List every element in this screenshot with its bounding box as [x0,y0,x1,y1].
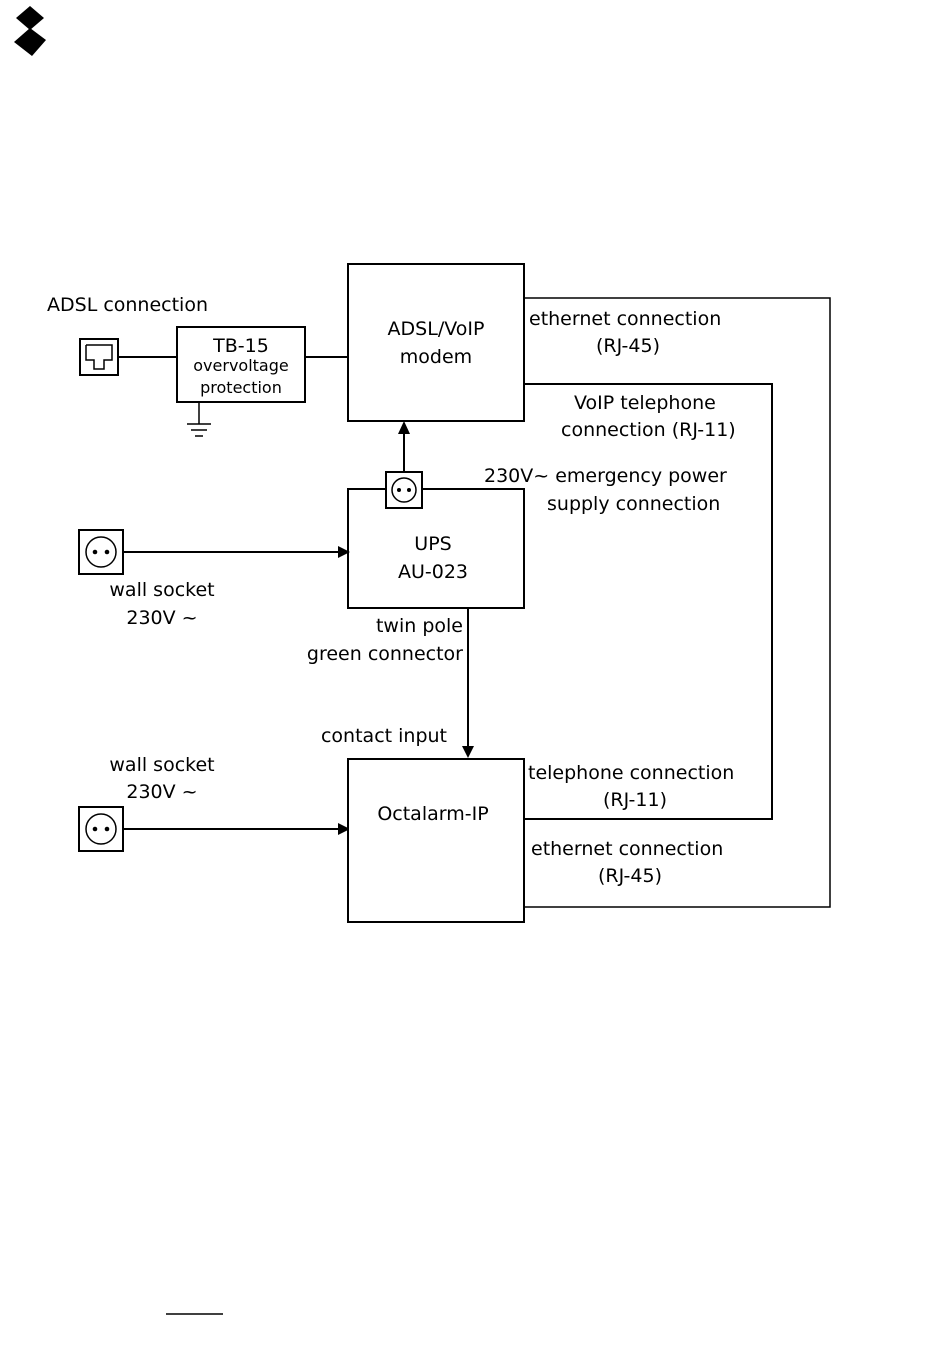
contact-input-label: contact input [321,725,447,747]
ground-icon [187,402,211,437]
twin-line1: twin pole [376,615,463,637]
ups-socket-icon [385,471,423,509]
ethernet-bot-line2: (RJ-45) [598,865,662,887]
tb15-box: TB-15 overvoltage protection [176,326,306,403]
wall1-line2: 230V ~ [126,607,197,629]
ethernet-bot-line1: ethernet connection [531,838,723,860]
adsl-connection-label: ADSL connection [47,294,208,316]
twin-line2: green connector [307,643,463,665]
ethernet-line [524,297,831,908]
arrow-to-ups [338,546,350,558]
ups-box: UPS AU-023 [347,488,525,609]
modem-line1: ADSL/VoIP [388,318,485,340]
ups-line2: AU-023 [398,561,468,583]
arrow-to-octalarm-power [338,823,350,835]
modem-box: ADSL/VoIP modem [347,263,525,422]
arrow-to-octalarm [462,746,474,758]
power-socket-icon [78,529,124,575]
wall1-line1: wall socket [109,579,214,601]
ethernet-top-line1: ethernet connection [529,308,721,330]
octalarm-label: Octalarm-IP [377,803,488,825]
arrow-to-modem [398,421,410,434]
voip-line2: connection (RJ-11) [561,419,736,441]
rj-jack-icon [79,338,119,376]
tb15-title: TB-15 [212,335,269,357]
wall2-line1: wall socket [109,754,214,776]
modem-line2: modem [400,346,472,368]
tb15-line1: overvoltage [193,356,288,375]
telephone-line2: (RJ-11) [603,789,667,811]
tb15-line2: protection [200,378,282,397]
voip-telephone-line [524,383,773,820]
ethernet-top-line2: (RJ-45) [596,335,660,357]
power-socket-icon [78,806,124,852]
voip-line1: VoIP telephone [574,392,716,414]
ups-line1: UPS [414,533,451,555]
telephone-line1: telephone connection [528,762,734,784]
emergency-line1: 230V~ emergency power [484,465,727,487]
octalarm-box: Octalarm-IP [347,758,525,923]
company-logo-icon [14,6,46,56]
wall2-line2: 230V ~ [126,781,197,803]
emergency-line2: supply connection [547,493,720,515]
